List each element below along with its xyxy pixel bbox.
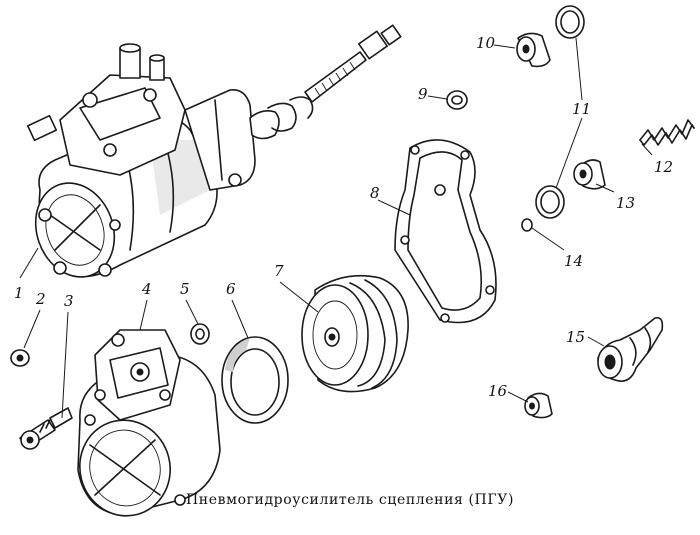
part-8-cover: [394, 139, 497, 324]
diagram-caption: Пневмогидроусилитель сцепления (ПГУ): [185, 492, 515, 508]
callout-13: 13: [616, 194, 636, 212]
callout-14: 14: [564, 252, 584, 270]
callout-4: 4: [142, 280, 152, 298]
callout-11: 11: [572, 100, 592, 118]
part-3-valve-stem: [19, 407, 73, 450]
part-4-housing: [77, 329, 221, 517]
part-2-plug: [10, 349, 30, 367]
callout-16: 16: [488, 382, 508, 400]
assembled-booster: [26, 24, 402, 278]
part-11-gasket-bottom: [535, 185, 565, 219]
callout-9: 9: [418, 85, 428, 103]
part-5-washer: [190, 323, 210, 345]
callout-8: 8: [370, 184, 380, 202]
part-9-washer: [446, 90, 468, 110]
callout-12: 12: [654, 158, 674, 176]
leader-lines: [19, 37, 653, 419]
callout-15: 15: [566, 328, 586, 346]
callout-1: 1: [14, 284, 24, 302]
callout-2: 2: [36, 290, 46, 308]
part-12-spring: [639, 119, 695, 146]
callout-7: 7: [274, 262, 284, 280]
callout-5: 5: [180, 280, 190, 298]
part-14-ring: [521, 218, 533, 232]
part-7-piston: [301, 274, 409, 393]
part-16-small-nut: [524, 392, 553, 419]
part-13-bushing: [573, 159, 606, 190]
part-11-gasket-top: [555, 5, 585, 39]
part-10-nut: [516, 32, 551, 68]
part-15-boot: [597, 316, 664, 382]
callout-6: 6: [226, 280, 236, 298]
callout-3: 3: [64, 292, 74, 310]
callout-10: 10: [476, 34, 496, 52]
part-6-seal-ring: [221, 336, 289, 424]
